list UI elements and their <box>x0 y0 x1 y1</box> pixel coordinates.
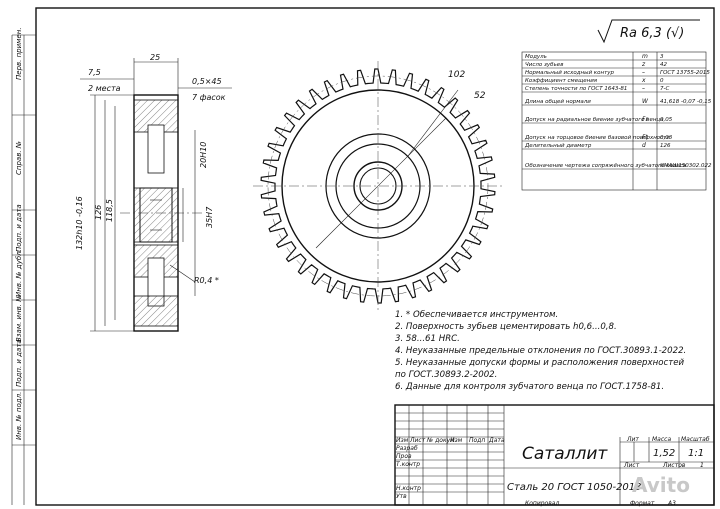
stamp-material: Сталь 20 ГОСТ 1050-2013 <box>507 482 642 493</box>
stamp-doc-h: № докум. <box>426 437 457 444</box>
param-value: КМАШ150302.022 <box>660 163 712 169</box>
stamp-razrab: Разраб <box>396 445 418 452</box>
gear-front-view: 102 52 <box>253 61 503 311</box>
dim-25: 25 <box>150 53 160 62</box>
stamp-utv: Утв <box>396 493 407 500</box>
dim-line-52 <box>407 89 459 157</box>
dim-132h10: 132h10 -0,16 <box>75 196 84 250</box>
stamp-sheets-n: 1 <box>700 462 704 469</box>
stamp-prov: Пров <box>396 453 412 460</box>
roughness-text: Ra 6,3 (√) <box>620 26 684 41</box>
side-label-1: Справ. № <box>15 141 23 175</box>
note-line: 3. 58...61 HRC. <box>395 334 460 344</box>
gear-circle <box>359 167 397 205</box>
stamp-sheets: Листов <box>662 462 686 469</box>
param-value: 42 <box>660 62 667 68</box>
param-symbol: d <box>642 142 646 149</box>
param-value: 126 <box>660 143 671 149</box>
param-symbol: Fr <box>642 116 648 123</box>
stamp-lit: Лит <box>626 436 639 443</box>
stamp-scale-h: Масштаб <box>681 436 710 443</box>
technical-notes: 1. * Обеспечивается инструментом. 2. Пове… <box>395 310 686 392</box>
param-symbol: Ft <box>642 134 648 141</box>
param-name: Допуск на торцовое биение базовой поверх… <box>524 135 670 141</box>
stamp-nkontr: Н.контр <box>396 485 421 492</box>
stamp-scale: 1:1 <box>688 448 704 459</box>
note-line: по ГОСТ.30893.2-2002. <box>395 370 497 380</box>
side-strip: Перв. примен. Справ. № Подп. и дата Инв.… <box>11 27 36 505</box>
param-name: Допуск на радиальное биение зубчатого ве… <box>524 117 664 123</box>
param-value: 41,618 -0,07 -0,15 <box>660 99 712 105</box>
dim-35H7: 35Н7 <box>205 206 214 228</box>
watermark-text: Avito <box>632 473 690 497</box>
stamp-izm: Изм <box>450 437 463 444</box>
dim-r04: R0,4 * <box>194 276 219 285</box>
param-symbol: – <box>642 85 645 92</box>
param-symbol: z <box>641 61 646 68</box>
sheet-frame <box>35 7 715 506</box>
note-line: 5. Неуказанные допуски формы и расположе… <box>395 358 684 368</box>
param-name: Делительный диаметр <box>524 143 592 149</box>
stamp-kopir: Копировал <box>525 500 559 507</box>
note-line: 2. Поверхность зубьев цементировать h0,6… <box>395 322 617 332</box>
param-value: 7-С <box>660 86 669 92</box>
stamp-list-h: Лист <box>409 437 426 444</box>
dim-118-5: 118,5 <box>105 199 114 222</box>
param-symbol: – <box>642 69 645 76</box>
param-name: Модуль <box>525 54 547 60</box>
stamp-podp-h: Подп <box>469 437 485 444</box>
roughness-mark: Ra 6,3 (√) <box>597 19 700 44</box>
dim-126: 126 <box>94 205 103 220</box>
param-value: 0 <box>660 78 664 84</box>
side-label-6: Инв. № подл. <box>15 392 23 440</box>
dim-places: 2 места <box>88 84 121 93</box>
param-name: Нормальный исходный контур <box>525 70 615 76</box>
dim-7-5: 7,5 <box>88 68 101 77</box>
stamp-tkontr: Т.контр <box>396 461 420 468</box>
stamp-format: Формат <box>630 500 655 507</box>
side-label-0: Перв. примен. <box>15 27 23 80</box>
param-name: Число зубьев <box>525 62 563 68</box>
param-value: ГОСТ 13755-2015 <box>660 70 710 76</box>
param-value: 0,05 <box>660 117 673 123</box>
dim-102: 102 <box>448 70 465 80</box>
param-name: Степень точности по ГОСТ 1643-81 <box>525 86 627 92</box>
dim-52: 52 <box>474 91 486 101</box>
dim-20H10: 20Н10 <box>199 142 208 168</box>
stamp-sheet: Лист <box>623 462 640 469</box>
stamp-mass: 1,52 <box>653 448 675 459</box>
stamp-format-v: А3 <box>667 500 676 507</box>
stamp-title: Саталлит <box>522 444 608 464</box>
param-value: 3 <box>660 54 664 60</box>
dim-line-102 <box>315 117 447 249</box>
param-value: 0,03 <box>660 135 673 141</box>
stamp-date-h: Дата <box>488 437 505 444</box>
stamp-mass-h: Масса <box>652 436 671 443</box>
side-label-5: Подп. и дата <box>15 339 23 387</box>
param-symbol: m <box>642 53 648 60</box>
stamp-izm-h: Изм <box>396 437 409 444</box>
note-line: 6. Данные для контроля зубчатого венца п… <box>395 382 664 392</box>
param-symbol: W <box>642 98 649 105</box>
param-name: Длина общей нормали <box>524 99 591 105</box>
side-label-2: Подп. и дата <box>15 204 23 252</box>
title-block: Изм Изм Лист № докум. Подп Дата Разраб П… <box>394 404 715 507</box>
side-label-3: Инв. № дубл. <box>15 249 23 297</box>
param-symbol: x <box>641 77 646 84</box>
dim-chamfer-count: 7 фасок <box>192 93 226 102</box>
param-name: Обозначение чертежа сопряжённого зубчато… <box>525 163 687 169</box>
dim-chamfer: 0,5×45 <box>192 77 222 86</box>
param-name: Коэффициент смещения <box>525 78 598 84</box>
note-line: 1. * Обеспечивается инструментом. <box>395 310 558 320</box>
gear-section-view: 132h10 -0,16 126 118,5 25 7,5 2 места 0,… <box>75 53 232 332</box>
side-label-4: Взам. инв. № <box>15 294 23 342</box>
note-line: 4. Неуказанные предельные отклонения по … <box>395 346 686 356</box>
